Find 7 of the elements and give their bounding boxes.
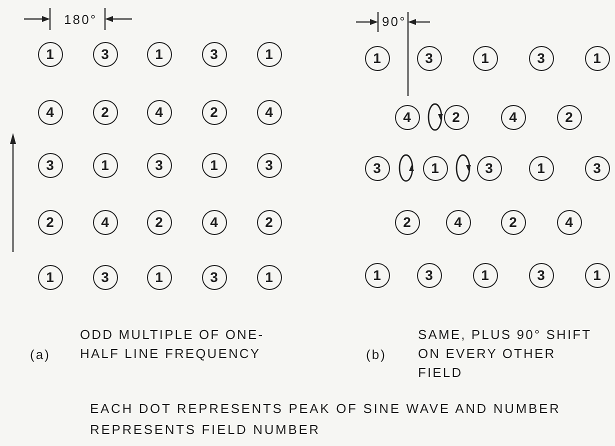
panel-label: (b) [366, 346, 387, 364]
panel-description: SAME, PLUS 90° SHIFT ON EVERY OTHER FIELD [418, 326, 592, 382]
panel-description: ODD MULTIPLE OF ONE-HALF LINE FREQUENCY [80, 326, 266, 363]
dimension-label: 90° [382, 13, 406, 31]
dimension-label: 180° [64, 11, 98, 29]
caption: EACH DOT REPRESENTS PEAK OF SINE WAVE AND NUMBER REPRESENTS FIELD NUMBER [90, 400, 562, 439]
panel-label: (a) [30, 346, 51, 364]
